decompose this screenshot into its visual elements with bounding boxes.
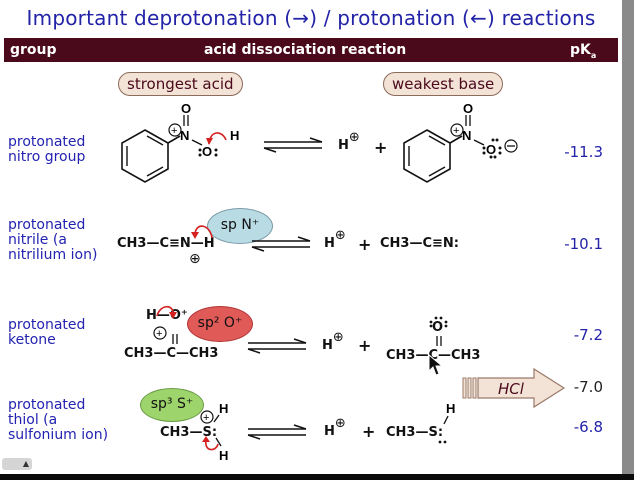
pka-nitrile: -10.1 bbox=[564, 235, 603, 253]
hcl-label: HCl bbox=[498, 380, 524, 398]
svg-text:H: H bbox=[219, 401, 228, 416]
nitrile-acid-structure: CH3—C≡N—H bbox=[117, 236, 215, 251]
pka-ketone: -7.2 bbox=[573, 326, 603, 344]
svg-text:+: + bbox=[156, 328, 162, 340]
slide-title: Important deprotonation (→) / protonatio… bbox=[26, 6, 596, 30]
thiol-acid-bonds: H + H bbox=[200, 401, 228, 463]
nitro-acid-structure: N + O O H bbox=[121, 101, 239, 183]
equilibrium-arrow bbox=[247, 338, 307, 354]
plus-charge-icon: ⊕ bbox=[334, 416, 346, 431]
plus-charge-icon: ⊕ bbox=[332, 330, 344, 345]
table-header: group acid dissociation reaction pKa bbox=[4, 38, 618, 62]
curved-arrow-icon bbox=[191, 225, 213, 239]
hcl-reference-arrow bbox=[462, 367, 566, 409]
proton-product: H⊕ bbox=[324, 228, 346, 251]
svg-text:O: O bbox=[463, 101, 473, 116]
mouse-cursor-icon bbox=[428, 353, 444, 376]
plus-charge-icon: ⊕ bbox=[334, 228, 346, 243]
svg-text:H: H bbox=[219, 448, 228, 463]
strongest-acid-label: strongest acid bbox=[118, 72, 243, 96]
ketone-acid-bonds: + bbox=[153, 305, 178, 344]
right-edge-bar bbox=[622, 0, 634, 480]
proton-product: H⊕ bbox=[322, 330, 344, 353]
slide: Important deprotonation (→) / protonatio… bbox=[0, 0, 622, 474]
ketone-acid-structure: CH3—C—CH3 bbox=[124, 346, 219, 361]
pka-nitro: -11.3 bbox=[564, 143, 603, 161]
weakest-base-label: weakest base bbox=[383, 72, 504, 96]
svg-text:+: + bbox=[203, 412, 209, 424]
group-label-nitro: protonated nitro group bbox=[8, 134, 86, 165]
svg-text:H: H bbox=[446, 401, 455, 416]
thiol-base-structure: CH3—S: bbox=[386, 425, 444, 440]
nitro-base-structure: N + O O bbox=[403, 101, 518, 183]
svg-text:N: N bbox=[180, 128, 189, 143]
ketone-base-top: O bbox=[432, 320, 444, 335]
pka-thiol: -6.8 bbox=[573, 418, 603, 436]
sp3-s-hybrid-oval: sp³ S⁺ bbox=[140, 388, 204, 422]
header-group: group bbox=[10, 42, 57, 58]
proton-product: H⊕ bbox=[324, 416, 346, 439]
group-label-thiol: protonated thiol (a sulfonium ion) bbox=[8, 397, 109, 443]
triangle-up-icon: ▲ bbox=[22, 459, 29, 468]
pka-hcl: -7.0 bbox=[573, 378, 603, 396]
plus-charge-icon: ⊕ bbox=[348, 130, 360, 145]
svg-text:+: + bbox=[171, 125, 177, 137]
equilibrium-arrow bbox=[251, 236, 311, 252]
svg-text:O: O bbox=[202, 144, 212, 159]
ketone-base-bonds bbox=[429, 316, 448, 346]
proton-product: H⊕ bbox=[338, 130, 360, 153]
svg-text:N: N bbox=[462, 128, 471, 143]
svg-text:O: O bbox=[486, 142, 496, 157]
equilibrium-arrow bbox=[247, 424, 307, 440]
group-label-ketone: protonated ketone bbox=[8, 317, 86, 348]
plus-sign: + bbox=[358, 235, 372, 254]
header-reaction: acid dissociation reaction bbox=[204, 42, 407, 58]
plus-sign: + bbox=[362, 422, 376, 441]
ketone-acid-top: H—O⁺ bbox=[146, 308, 188, 323]
svg-text:H: H bbox=[230, 128, 239, 143]
svg-text:+: + bbox=[453, 125, 459, 137]
sp-n-hybrid-oval: sp N⁺ bbox=[207, 208, 273, 244]
nitrile-base-structure: CH3—C≡N: bbox=[380, 236, 459, 251]
group-label-nitrile: protonated nitrile (a nitrilium ion) bbox=[8, 217, 98, 263]
equilibrium-arrow bbox=[263, 137, 323, 153]
thiol-acid-structure: CH3—S: bbox=[160, 425, 218, 440]
bottom-edge-bar bbox=[0, 474, 634, 480]
header-pka: pKa bbox=[570, 42, 597, 60]
positive-charge-icon: ⊕ bbox=[189, 251, 201, 267]
plus-sign: + bbox=[358, 336, 372, 355]
sp2-o-hybrid-oval: sp² O⁺ bbox=[187, 306, 253, 342]
svg-text:O: O bbox=[181, 101, 191, 116]
player-control-button[interactable]: ▲ bbox=[2, 458, 32, 470]
plus-sign: + bbox=[374, 138, 388, 157]
thiol-base-bonds: H bbox=[438, 401, 455, 444]
ketone-base-structure: CH3—C—CH3 bbox=[386, 348, 481, 363]
